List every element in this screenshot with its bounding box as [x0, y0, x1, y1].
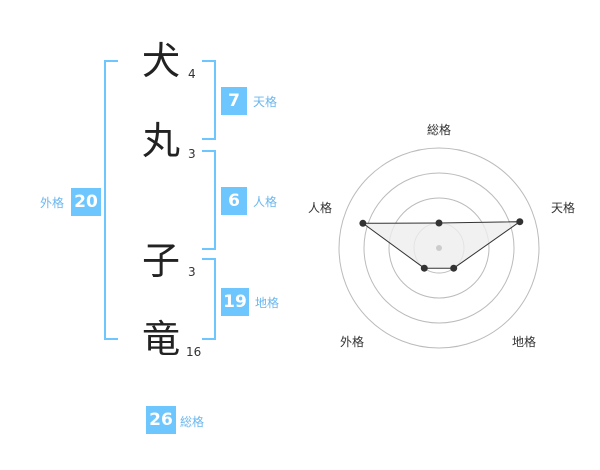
- tenkaku-label: 天格: [253, 95, 278, 109]
- radar-center: [436, 245, 442, 251]
- name-char-3: 子: [142, 239, 181, 283]
- radar-ring-4: [338, 147, 540, 349]
- tenkaku-bracket: [202, 60, 216, 140]
- radar-point-tenkaku: [516, 218, 524, 226]
- chikaku-value-box: 19: [221, 288, 249, 316]
- stroke-count-2: 3: [188, 147, 196, 161]
- tenkaku-value-box: 7: [221, 87, 247, 115]
- radar-label-jinkaku: 人格: [308, 200, 332, 215]
- stroke-count-1: 4: [188, 67, 196, 81]
- soukaku-label: 総格: [180, 415, 205, 429]
- radar-label-tenkaku: 天格: [551, 200, 575, 215]
- radar-ring-2: [388, 197, 490, 299]
- name-char-1: 犬: [142, 39, 181, 83]
- jinkaku-value-box: 6: [221, 187, 247, 215]
- gaikaku-bracket: [104, 60, 118, 340]
- radar-ring-3: [363, 172, 515, 324]
- name-char-2: 丸: [142, 119, 181, 163]
- chikaku-label: 地格: [255, 296, 280, 310]
- stroke-count-4: 16: [186, 345, 202, 359]
- radar-label-gaikaku: 外格: [340, 334, 364, 349]
- stroke-count-3: 3: [188, 265, 196, 279]
- gaikaku-label: 外格: [40, 196, 65, 210]
- radar-polygon: [361, 221, 522, 269]
- radar-points: [359, 218, 524, 272]
- radar-label-soukaku: 総格: [427, 122, 451, 137]
- radar-grid: [338, 147, 540, 349]
- radar-label-chikaku: 地格: [512, 334, 536, 349]
- name-char-4: 竜: [142, 317, 181, 361]
- radar-point-chikaku: [450, 264, 458, 272]
- jinkaku-label: 人格: [253, 195, 278, 209]
- soukaku-value-box: 26: [146, 406, 176, 434]
- radar-chart: 総格 天格 地格 外格 人格: [308, 122, 575, 349]
- radar-point-gaikaku: [420, 264, 428, 272]
- jinkaku-bracket: [202, 150, 216, 250]
- radar-point-soukaku: [435, 219, 443, 227]
- gaikaku-value-box: 20: [71, 188, 101, 216]
- radar-point-jinkaku: [359, 219, 367, 227]
- chikaku-bracket: [202, 258, 216, 340]
